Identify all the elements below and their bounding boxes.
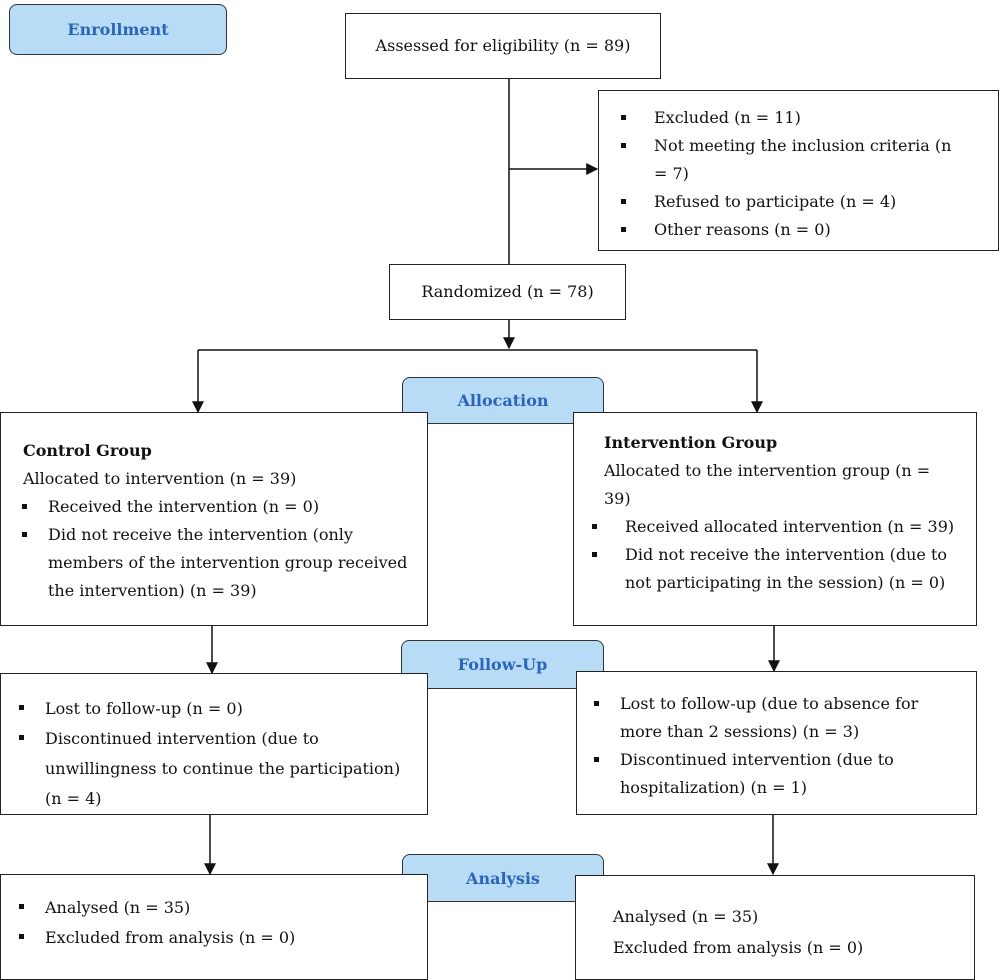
intervention-followup-item: Lost to follow-up (due to absence for mo… [594,690,946,746]
intervention-analysis-box: Analysed (n = 35) Excluded from analysis … [575,875,975,980]
control-analysis-item: Analysed (n = 35) [19,893,407,923]
control-followup-list: Lost to follow-up (n = 0)Discontinued in… [19,694,407,814]
control-allocation-list: Received the intervention (n = 0)Did not… [22,493,409,605]
randomized-box: Randomized (n = 78) [389,264,626,320]
intervention-allocation-box: Intervention Group Allocated to the inte… [573,412,977,626]
intervention-allocated-text: Allocated to the intervention group (n =… [604,461,931,508]
control-followup-item: Lost to follow-up (n = 0) [19,694,407,724]
control-allocation-item: Did not receive the intervention (only m… [22,521,409,605]
excluded-reason-item: Not meeting the inclusion criteria (n = … [621,132,968,188]
control-analysis-list: Analysed (n = 35)Excluded from analysis … [19,893,407,953]
excluded-reason-item: Excluded (n = 11) [621,104,968,132]
intervention-followup-item: Discontinued intervention (due to hospit… [594,746,946,802]
control-followup-box: Lost to follow-up (n = 0)Discontinued in… [0,673,428,815]
assessed-box: Assessed for eligibility (n = 89) [345,13,661,79]
control-followup-item: Discontinued intervention (due to unwill… [19,724,407,814]
stage-follow-up-label: Follow-Up [401,640,604,689]
excluded-reason-item: Refused to participate (n = 4) [621,188,968,216]
intervention-allocation-item: Received allocated intervention (n = 39) [592,513,958,541]
intervention-followup-list: Lost to follow-up (due to absence for mo… [594,690,946,802]
stage-enrollment-label: Enrollment [9,4,227,55]
intervention-allocation-list: Received allocated intervention (n = 39)… [592,513,958,597]
intervention-analysis-item: Analysed (n = 35) [613,907,759,926]
stage-analysis-label: Analysis [402,854,604,902]
assessed-text: Assessed for eligibility (n = 89) [375,36,631,55]
randomized-text: Randomized (n = 78) [421,282,594,301]
control-allocated-text: Allocated to intervention (n = 39) [23,469,297,488]
intervention-allocation-item: Did not receive the intervention (due to… [592,541,958,597]
stage-allocation-label: Allocation [402,377,604,424]
intervention-group-title: Intervention Group [604,433,778,452]
control-allocation-box: Control Group Allocated to intervention … [0,412,428,626]
excluded-reason-item: Other reasons (n = 0) [621,216,968,244]
control-analysis-item: Excluded from analysis (n = 0) [19,923,407,953]
intervention-analysis-item: Excluded from analysis (n = 0) [613,938,864,957]
control-analysis-box: Analysed (n = 35)Excluded from analysis … [0,874,428,980]
intervention-analysis-list: Analysed (n = 35) Excluded from analysis … [613,901,954,963]
control-group-title: Control Group [23,441,152,460]
excluded-list: Excluded (n = 11)Not meeting the inclusi… [621,104,968,244]
excluded-box: Excluded (n = 11)Not meeting the inclusi… [598,90,999,251]
intervention-followup-box: Lost to follow-up (due to absence for mo… [576,671,977,815]
control-allocation-item: Received the intervention (n = 0) [22,493,409,521]
